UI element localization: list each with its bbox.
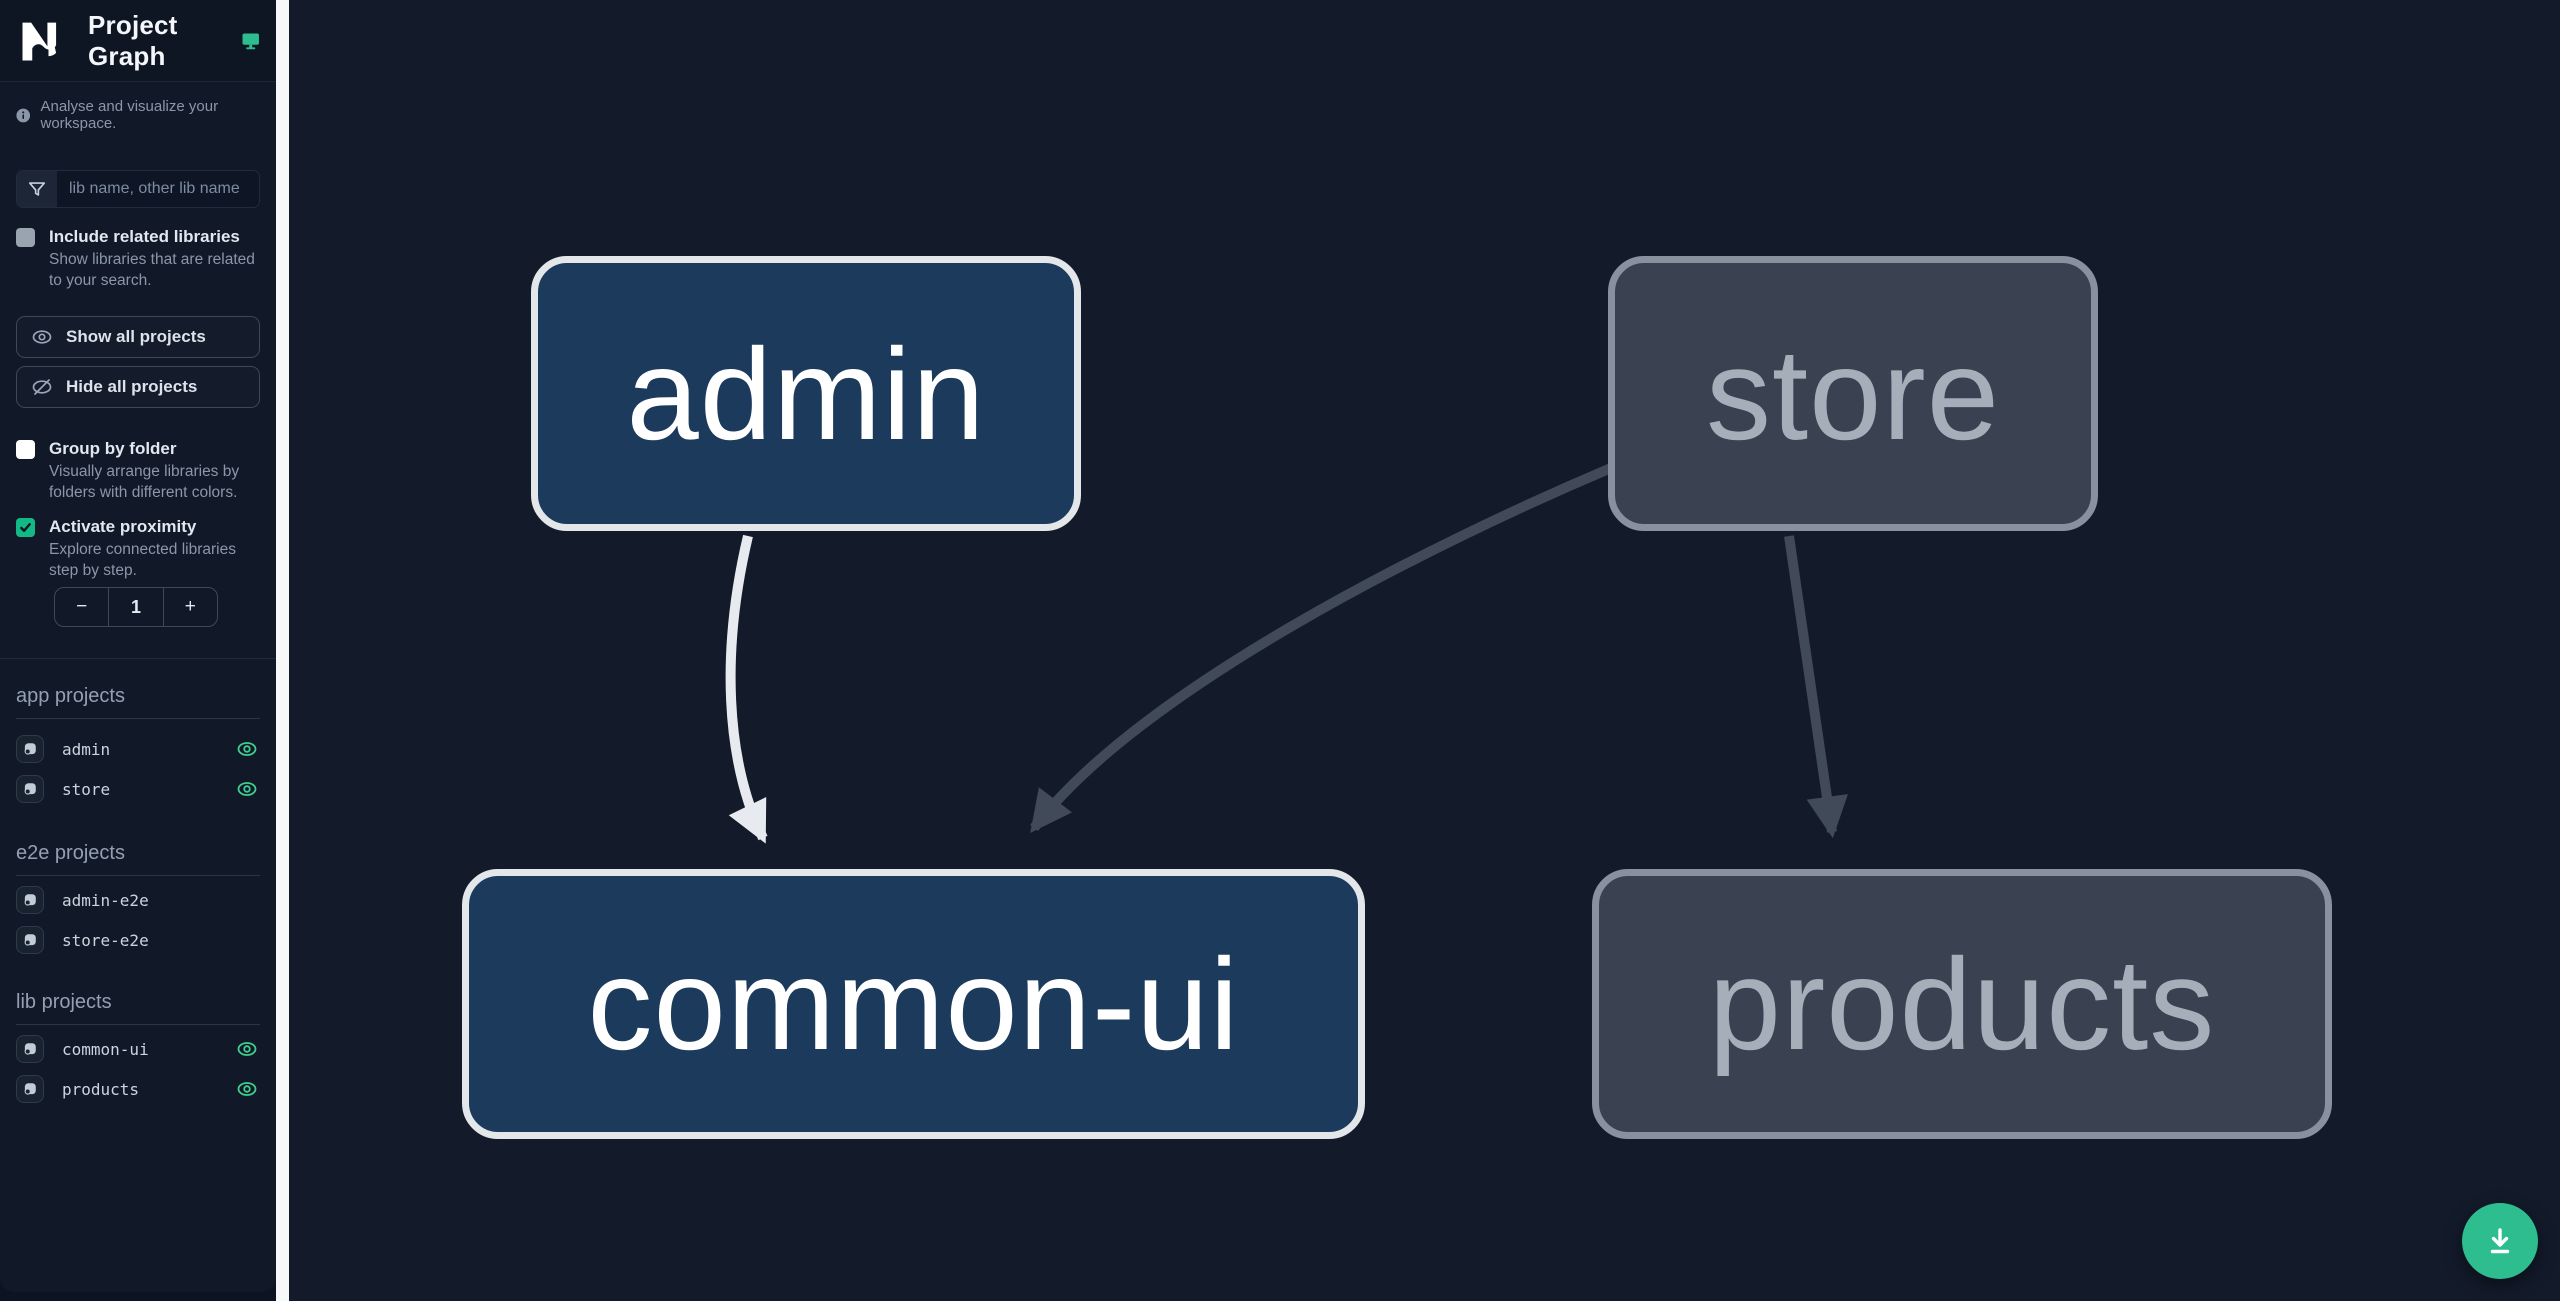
focus-project-button[interactable] [16,1035,44,1063]
download-button[interactable] [2462,1203,2538,1279]
focus-icon [24,783,36,795]
sidebar-header: Project Graph [0,0,276,82]
include-related-checkbox[interactable] [16,228,35,247]
focus-icon [24,743,36,755]
graph-edges [725,463,1848,844]
focus-project-button[interactable] [16,1075,44,1103]
show-all-projects-button[interactable]: Show all projects [16,316,260,358]
include-related-description: Show libraries that are related to your … [49,251,255,289]
project-name[interactable]: admin-e2e [62,890,149,910]
group-by-folder-description: Visually arrange libraries by folders wi… [49,463,240,501]
project-name[interactable]: common-ui [62,1039,149,1059]
focus-icon [24,894,36,906]
focus-project-button[interactable] [16,735,44,763]
activate-proximity-label: Activate proximity [49,517,197,536]
project-name[interactable]: store [62,779,111,799]
search-input[interactable] [57,171,259,207]
visibility-eye-icon[interactable] [236,1078,258,1100]
focus-project-button[interactable] [16,926,44,954]
group-by-folder-checkbox[interactable] [16,440,35,459]
section-title-lib-projects: lib projects [16,991,260,1025]
project-row-admin: admin [0,729,276,769]
visibility-eye-icon[interactable] [236,1038,258,1060]
project-row-products: products [0,1069,276,1109]
project-name[interactable]: products [62,1079,140,1099]
monitor-icon[interactable] [241,28,260,54]
graph-canvas[interactable]: admin store common-ui products [289,0,2560,1301]
proximity-stepper: − 1 + [54,587,218,627]
graph-node-common-ui[interactable]: common-ui [462,869,1365,1139]
sidebar: Project Graph Analyse and visualize your… [0,0,276,1292]
eye-off-icon [32,379,52,395]
edge-admin-to-common-ui [725,534,768,844]
section-title-e2e-projects: e2e projects [16,842,260,876]
project-row-store-e2e: store-e2e [0,920,276,960]
toggle-include-related: Include related libraries Show libraries… [16,226,260,291]
section-title-app-projects: app projects [16,685,260,719]
focus-project-button[interactable] [16,886,44,914]
graph-node-products[interactable]: products [1592,869,2332,1139]
hide-all-projects-button[interactable]: Hide all projects [16,366,260,408]
focus-icon [24,1043,36,1055]
proximity-increment-button[interactable]: + [162,588,217,626]
focus-icon [24,1083,36,1095]
search-box [16,170,260,208]
project-name[interactable]: admin [62,739,111,759]
app-title: Project Graph [88,9,178,71]
hide-all-label: Hide all projects [66,377,198,396]
project-row-common-ui: common-ui [0,1029,276,1069]
filter-icon [17,171,57,207]
visibility-eye-icon[interactable] [236,738,258,760]
tagline-text: Analyse and visualize your workspace. [40,98,219,132]
toggle-group-by-folder: Group by folder Visually arrange librari… [16,438,260,503]
focus-icon [24,934,36,946]
proximity-decrement-button[interactable]: − [76,596,88,617]
include-related-label: Include related libraries [49,227,240,246]
project-row-admin-e2e: admin-e2e [0,880,276,920]
nx-logo-icon [22,22,57,60]
visibility-eye-icon[interactable] [236,778,258,800]
activate-proximity-description: Explore connected libraries step by step… [49,541,236,579]
group-by-folder-label: Group by folder [49,439,177,458]
info-icon [16,108,31,122]
proximity-value: 1 [108,588,162,626]
graph-node-admin[interactable]: admin [531,256,1081,531]
check-icon [20,523,31,532]
edge-store-to-products [1784,535,1848,839]
sidebar-divider [0,658,276,659]
show-all-label: Show all projects [66,327,206,346]
project-name[interactable]: store-e2e [62,930,149,950]
activate-proximity-checkbox[interactable] [16,518,35,537]
tagline-row: Analyse and visualize your workspace. [16,98,260,132]
edge-store-to-common-ui [1030,463,1613,833]
graph-node-store[interactable]: store [1608,256,2098,531]
eye-icon [32,330,52,344]
download-icon [2490,1228,2510,1254]
sidebar-resize-gutter [276,0,289,1301]
toggle-activate-proximity: Activate proximity Explore connected lib… [16,516,260,581]
focus-project-button[interactable] [16,775,44,803]
project-row-store: store [0,769,276,809]
